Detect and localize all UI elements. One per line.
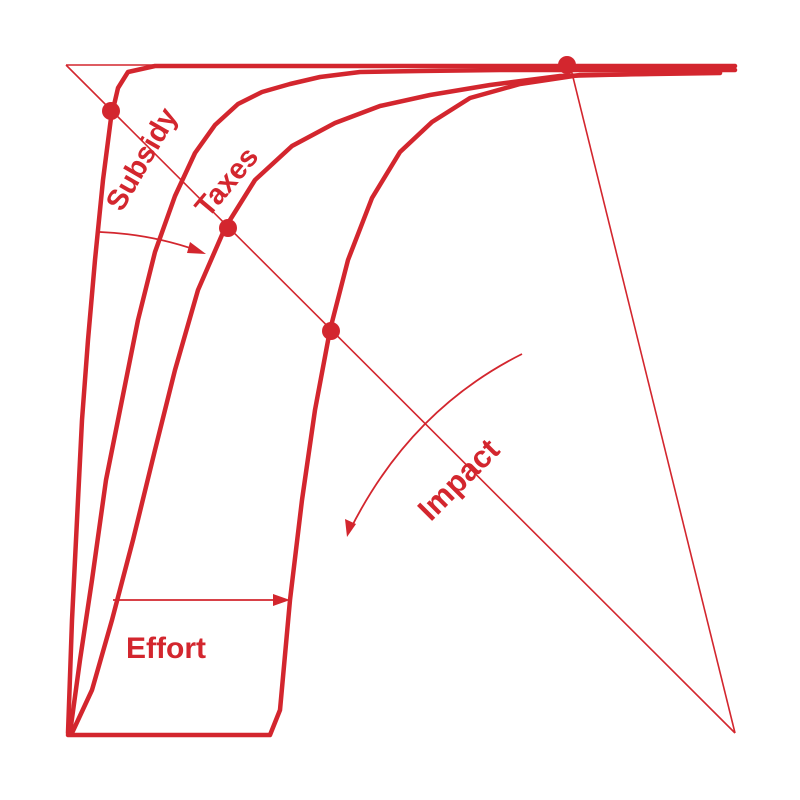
impact-label: Impact — [411, 432, 506, 527]
effort-label: Effort — [126, 632, 206, 665]
curve-taxes-boundary — [69, 69, 723, 736]
point-taxes — [219, 219, 237, 237]
right-steep-guide-line — [569, 64, 736, 734]
effort-arrowhead-icon — [273, 594, 290, 606]
intersection-points — [102, 56, 576, 340]
arrows — [99, 231, 523, 601]
point-subsidy — [102, 102, 120, 120]
impact-arrow — [349, 353, 523, 531]
subsidy-arrowhead-icon — [187, 242, 206, 254]
curve-middle — [67, 67, 738, 736]
curve-subsidy-boundary — [65, 63, 738, 736]
subsidy-arrow — [99, 231, 197, 251]
curve-effort-boundary — [65, 70, 723, 738]
point-top — [558, 56, 576, 74]
impact-arrowhead-icon — [345, 519, 356, 537]
diagonal-guide-line — [65, 64, 736, 734]
arrowheads — [187, 242, 356, 606]
point-effort — [322, 322, 340, 340]
curves — [65, 63, 738, 738]
